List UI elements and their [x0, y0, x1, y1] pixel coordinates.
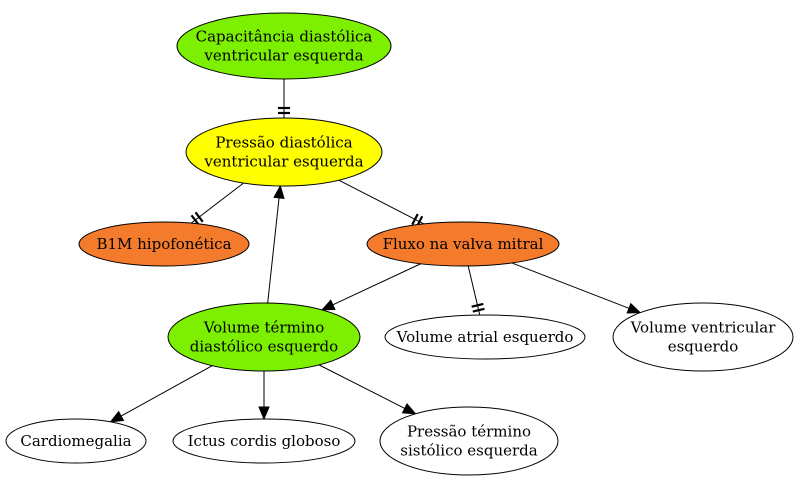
edge-volume_termino_diastolico-to-pressao_sistolica: [318, 364, 417, 415]
node-ellipse: [176, 12, 392, 80]
inhibit-tee-bar: [471, 302, 484, 308]
node-ellipse: [366, 221, 560, 267]
node-label: Volume atrial esquerdo: [396, 328, 574, 346]
edge-fluxo_mitral-to-volume_ventricular: [511, 262, 642, 314]
arrowhead: [273, 184, 285, 200]
node-label: Fluxo na valva mitral: [383, 235, 544, 253]
node-b1m[interactable]: B1M hipofonética: [78, 221, 250, 267]
edge-line: [120, 365, 213, 417]
node-ellipse: [185, 117, 383, 187]
edge-volume_termino_diastolico-to-cardiomegalia: [109, 365, 213, 423]
edge-line: [338, 179, 425, 225]
edge-volume_termino_diastolico-to-ictus: [258, 371, 270, 421]
node-volume-atrial[interactable]: Volume atrial esquerdo: [384, 314, 586, 360]
edge-volume_termino_diastolico-to-pressao_diastolica: [267, 184, 285, 304]
arrowhead: [401, 403, 417, 415]
node-ellipse: [167, 302, 361, 372]
node-ellipse: [379, 406, 559, 476]
node-label: Cardiomegalia: [20, 432, 131, 450]
edge-line: [511, 262, 630, 309]
arrowhead: [626, 302, 642, 314]
edge-line: [318, 364, 405, 409]
edge-pressao_diastolica-to-fluxo_mitral: [338, 179, 425, 228]
edge-pressao_diastolica-to-b1m: [190, 182, 244, 226]
node-label: diastólico esquerdo: [190, 338, 338, 356]
node-ellipse: [172, 418, 356, 464]
node-label: ventricular esquerda: [203, 47, 363, 65]
node-fluxo-mitral[interactable]: Fluxo na valva mitral: [366, 221, 560, 267]
node-label: ventricular esquerda: [203, 153, 363, 171]
node-ellipse: [612, 302, 794, 372]
arrowhead: [258, 406, 270, 421]
arrowhead: [109, 410, 125, 423]
edges-layer: [109, 79, 642, 423]
node-label: Pressão término: [407, 423, 531, 441]
edge-fluxo_mitral-to-volume_termino_diastolico: [320, 263, 421, 311]
node-label: sistólico esquerda: [400, 442, 538, 460]
node-ellipse: [5, 418, 147, 464]
node-label: Volume término: [203, 319, 325, 337]
node-cardiomegalia[interactable]: Cardiomegalia: [5, 418, 147, 464]
node-label: Volume ventricular: [630, 319, 777, 337]
edge-line: [267, 197, 280, 304]
node-label: Ictus cordis globoso: [188, 432, 341, 450]
edge-capacitancia-to-pressao_diastolica: [278, 79, 290, 118]
inhibit-tee-bar: [411, 213, 419, 226]
node-ictus[interactable]: Ictus cordis globoso: [172, 418, 356, 464]
node-ellipse: [78, 221, 250, 267]
node-label: Pressão diastólica: [215, 134, 352, 152]
inhibit-tee-bar: [472, 307, 485, 313]
node-label: Capacitância diastólica: [196, 28, 373, 46]
edge-line: [332, 263, 421, 306]
node-ellipse: [384, 314, 586, 360]
edge-line: [467, 265, 481, 316]
node-label: esquerdo: [668, 338, 739, 356]
node-label: B1M hipofonética: [96, 235, 231, 253]
edge-fluxo_mitral-to-volume_atrial: [467, 265, 485, 316]
arrowhead: [320, 299, 336, 311]
inhibit-tee-bar: [194, 211, 204, 223]
